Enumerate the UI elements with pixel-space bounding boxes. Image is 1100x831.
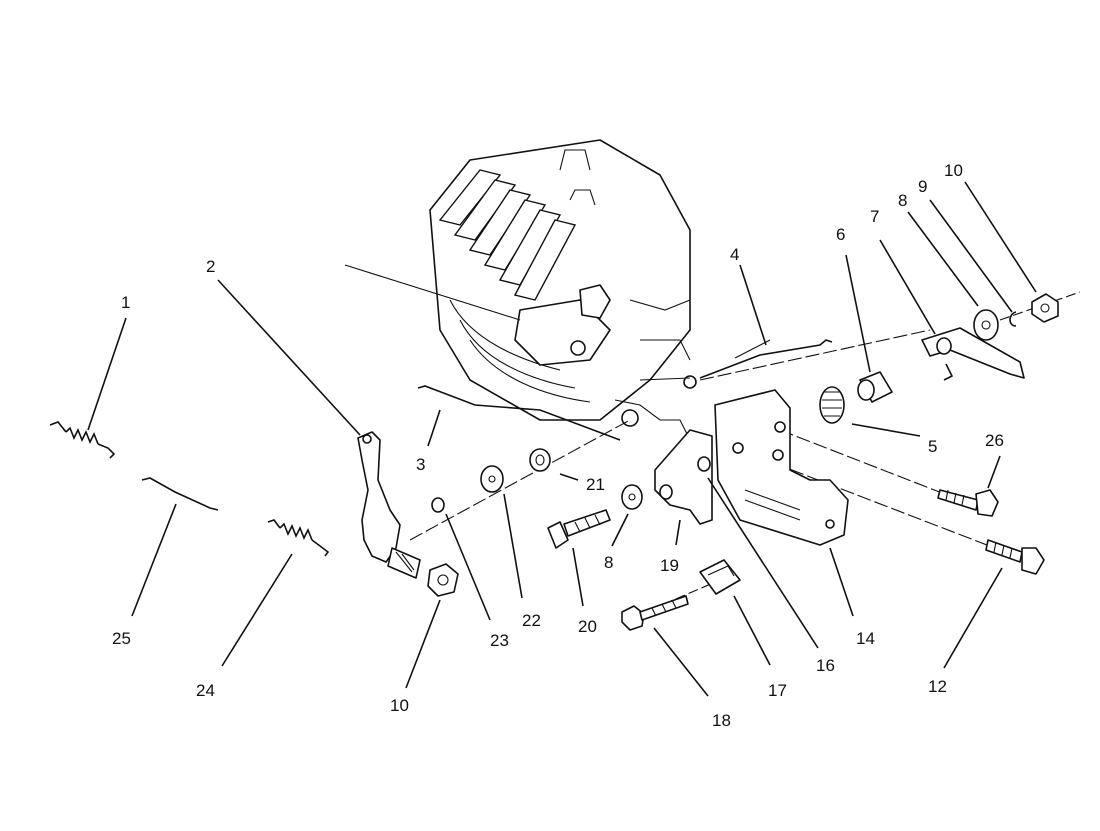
- nut-10: [1031, 293, 1059, 323]
- spring-1: [49, 421, 116, 459]
- callout-23: 23: [490, 631, 509, 650]
- callout-9: 9: [918, 177, 928, 196]
- callout-1: 1: [121, 293, 131, 312]
- callout-7: 7: [870, 207, 880, 226]
- callout-22: 22: [522, 611, 541, 630]
- callout-14: 14: [856, 629, 875, 648]
- callout-12: 12: [928, 677, 947, 696]
- callout-18: 18: [712, 711, 731, 730]
- callout-10-lower: 10: [390, 696, 409, 715]
- callout-17: 17: [768, 681, 787, 700]
- bolt-26: [937, 489, 999, 517]
- callout-2: 2: [206, 257, 216, 276]
- callout-3: 3: [416, 455, 426, 474]
- callout-10-upper: 10: [944, 161, 963, 180]
- arm-7: [921, 327, 1025, 381]
- washer-8-lower: [621, 484, 643, 510]
- spring-5: [819, 386, 845, 424]
- callout-24: 24: [196, 681, 215, 700]
- bolt-20: [547, 509, 611, 549]
- callout-16: 16: [816, 656, 835, 675]
- throttle-link: [699, 339, 833, 379]
- clip-9: [1009, 311, 1017, 327]
- callout-25: 25: [112, 629, 131, 648]
- washer-8: [973, 309, 999, 341]
- small-washer-23: [431, 497, 445, 513]
- governor-lever: [357, 431, 459, 597]
- callout-4: 4: [730, 245, 740, 264]
- clip-17: [699, 559, 741, 595]
- engine-block: [429, 139, 697, 441]
- governor-bracket-19: [654, 429, 713, 525]
- spring-24: [267, 519, 330, 557]
- leader-lines: [87, 181, 1037, 697]
- callout-6: 6: [836, 225, 846, 244]
- governor-rod: [417, 385, 621, 441]
- callout-19: 19: [660, 556, 679, 575]
- callout-5: 5: [928, 437, 938, 456]
- callout-21: 21: [586, 475, 605, 494]
- callout-20: 20: [578, 617, 597, 636]
- screw-18: [621, 595, 689, 631]
- control-plate-16: [714, 389, 849, 546]
- wire-link-25: [141, 477, 219, 511]
- bolt-12: [985, 539, 1045, 575]
- callout-8-lower: 8: [604, 553, 614, 572]
- bushing-21: [529, 448, 551, 472]
- washer-22: [480, 465, 504, 493]
- spacer-6: [857, 371, 893, 403]
- callout-26: 26: [985, 431, 1004, 450]
- callout-8-upper: 8: [898, 191, 908, 210]
